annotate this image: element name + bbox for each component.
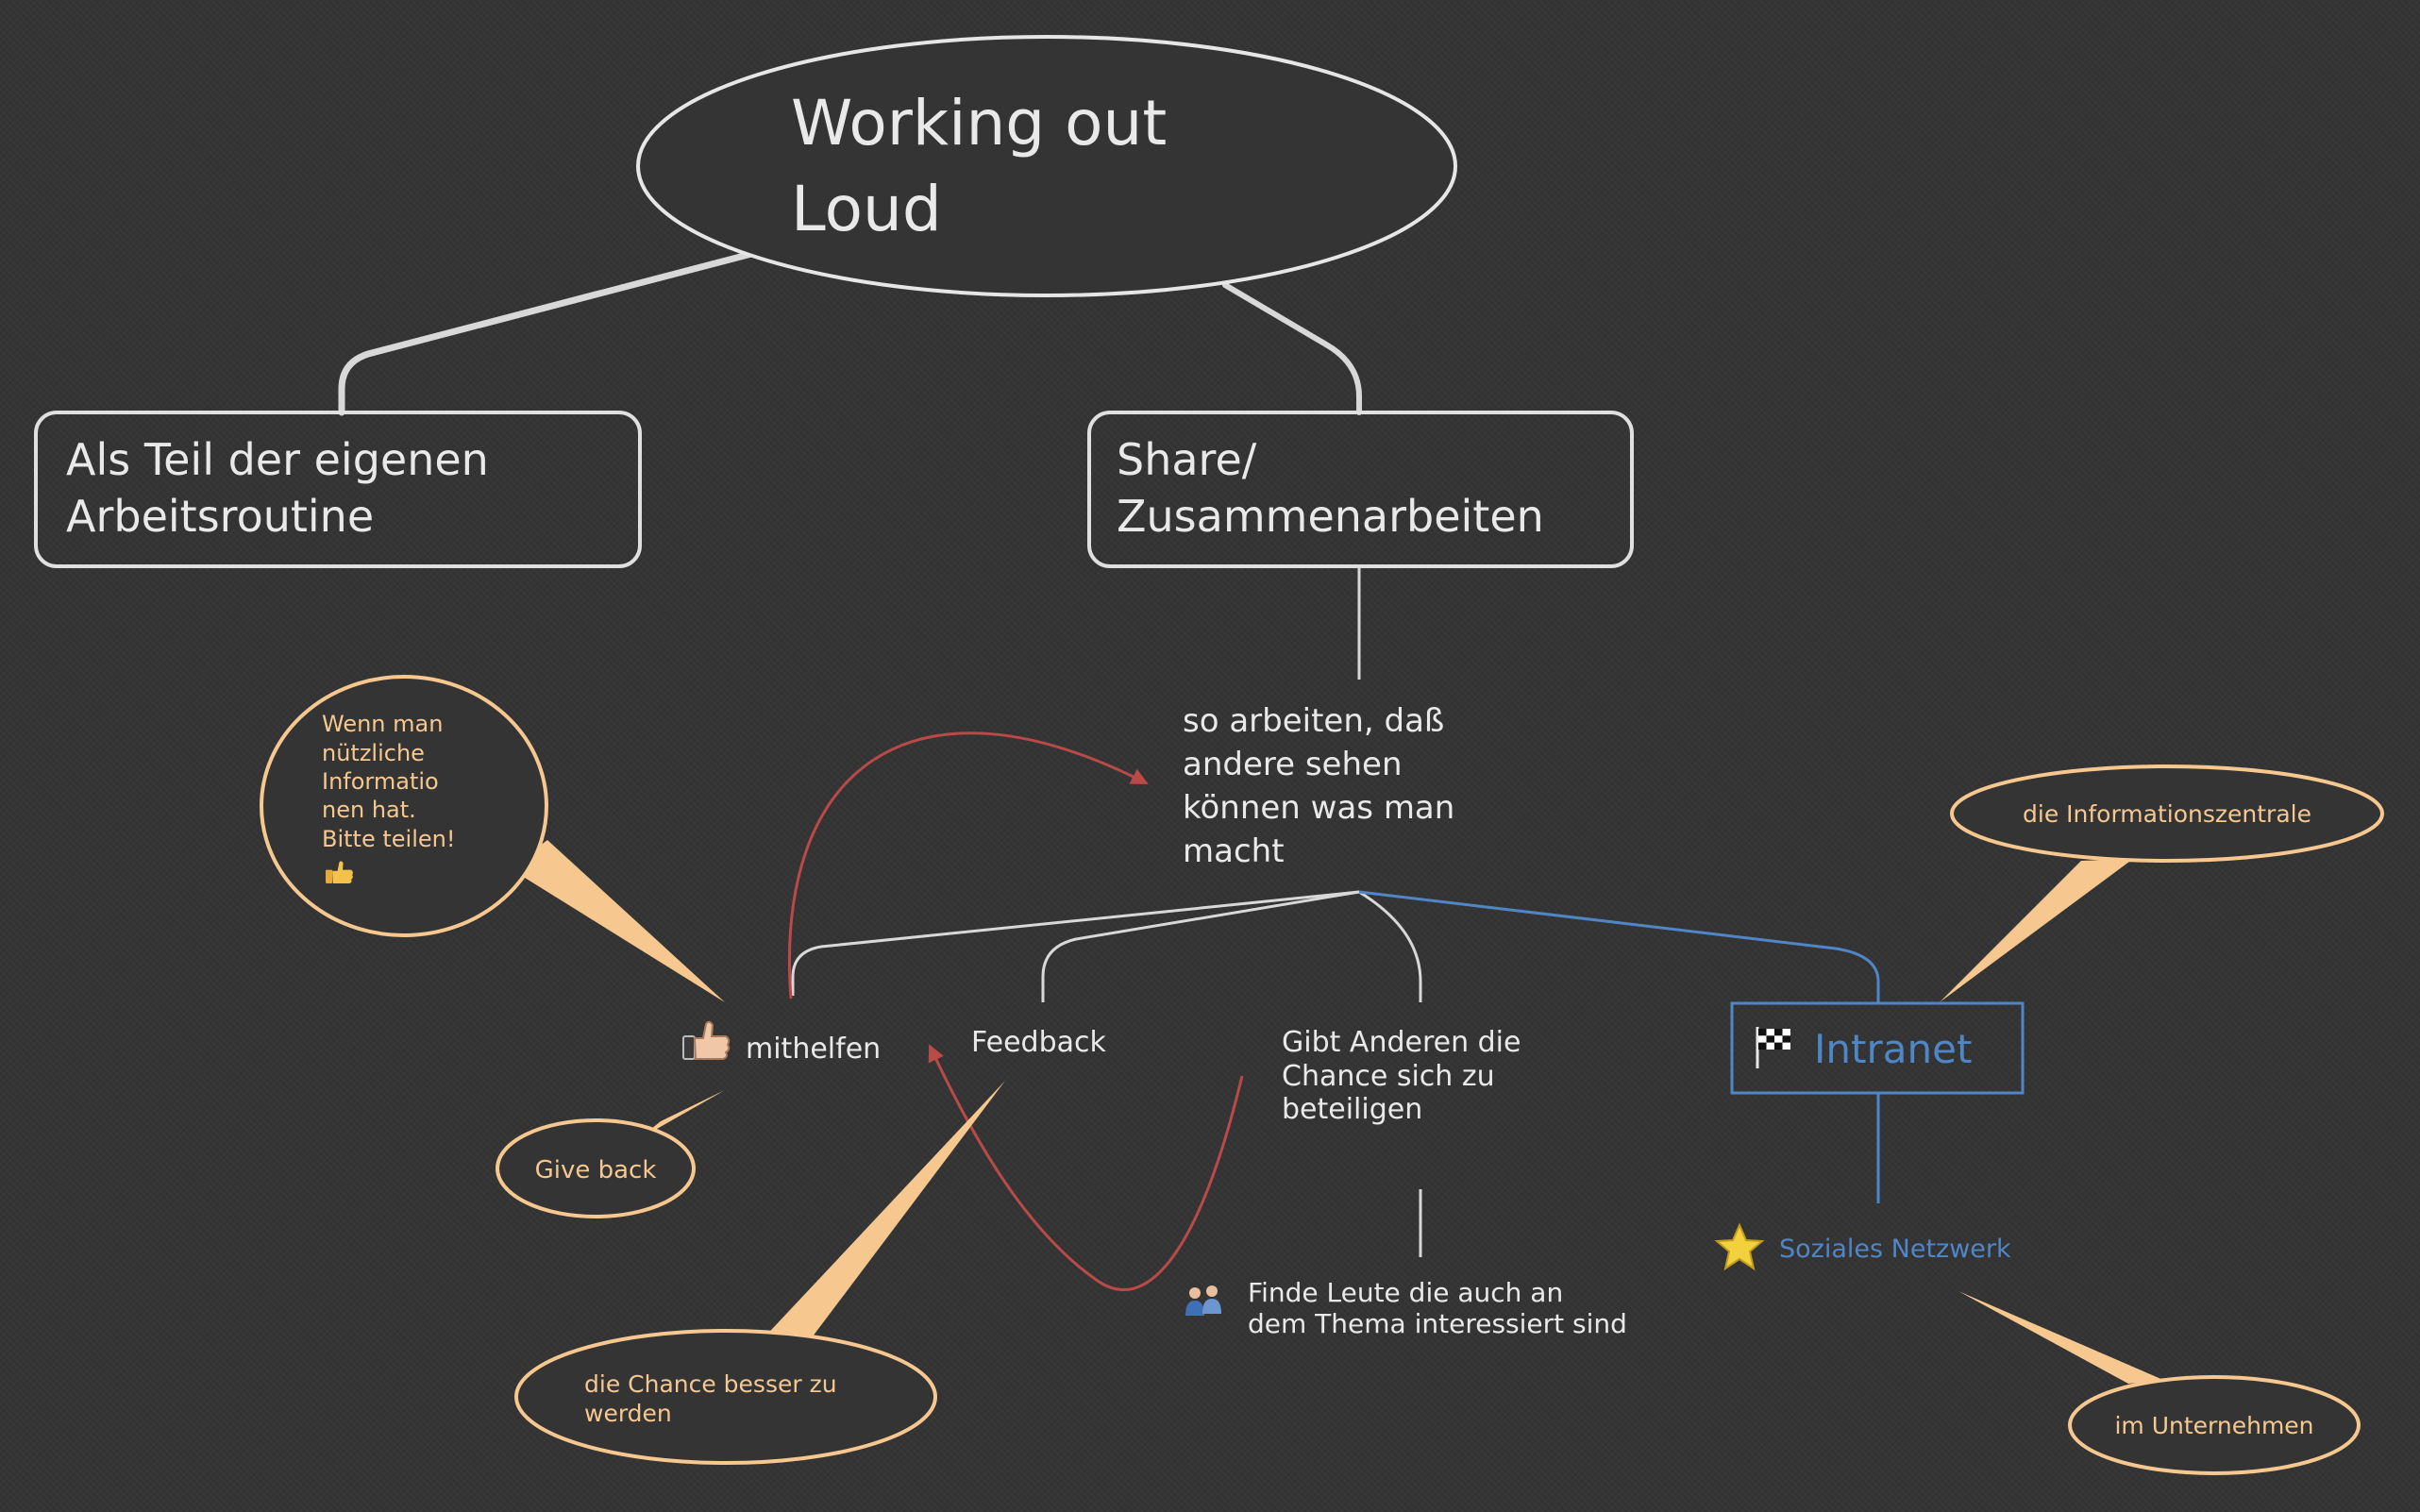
callout-informationszentrale-shape xyxy=(1950,764,2384,863)
center-topic-line4: macht xyxy=(1183,832,1285,870)
callout-unternehmen-shape xyxy=(2068,1375,2361,1475)
callout-wenn-line4: nen hat. xyxy=(322,797,416,823)
callout-wenn-shape xyxy=(260,675,548,937)
connector-root-right xyxy=(1222,282,1362,415)
callout-give-back: Give back xyxy=(535,1156,657,1184)
callout-pointer-unternehmen xyxy=(1958,1291,2163,1384)
callout-pointer-chance-besser xyxy=(760,1081,1005,1344)
topic-chance-line1: Gibt Anderen die xyxy=(1282,1026,1521,1059)
callout-pointer-give-back xyxy=(637,1090,725,1140)
branch-routine-box xyxy=(34,411,642,568)
topic-mithelfen: mithelfen xyxy=(746,1033,881,1066)
connector-center-intranet xyxy=(1358,890,1880,1003)
center-topic-line2: andere sehen xyxy=(1183,746,1403,783)
thumbs-up-icon xyxy=(682,1020,731,1060)
topic-soziales-netzwerk: Soziales Netzwerk xyxy=(1779,1235,2011,1264)
topic-intranet: Intranet xyxy=(1814,1026,1972,1072)
topic-chance-line3: beteiligen xyxy=(1282,1093,1422,1126)
root-topic-line1: Working out xyxy=(791,87,1167,160)
branch-share-line1: Share/ xyxy=(1117,434,1257,485)
center-topic-line1: so arbeiten, daß xyxy=(1183,702,1444,740)
topic-feedback: Feedback xyxy=(971,1026,1106,1059)
topic-finde-line2: dem Thema interessiert sind xyxy=(1248,1308,1627,1339)
callout-chance-besser-line2: werden xyxy=(584,1400,672,1427)
center-topic-line3: können was man xyxy=(1183,789,1454,827)
callout-wenn-line1: Wenn man xyxy=(322,711,443,737)
relation-arrow-chance-feedback xyxy=(928,1044,1244,1291)
topic-chance-line2: Chance sich zu xyxy=(1282,1060,1495,1093)
topic-intranet-box xyxy=(1730,1001,2025,1095)
root-topic-shape xyxy=(636,35,1457,297)
callout-pointer-informationszentrale xyxy=(1940,859,2133,1002)
branch-routine-line2: Arbeitsroutine xyxy=(66,491,374,542)
callout-chance-besser-shape xyxy=(514,1329,937,1465)
relation-arrow-mithelfen-center xyxy=(788,731,1149,1000)
connector-center-mithelfen xyxy=(791,890,1360,996)
callout-informationszentrale: die Informationszentrale xyxy=(2023,800,2311,828)
callout-wenn-line3: Informatio xyxy=(322,768,439,795)
branch-routine-line1: Als Teil der eigenen xyxy=(66,434,489,485)
callout-wenn-line5: Bitte teilen! xyxy=(322,826,455,852)
connector-center-chance xyxy=(1358,890,1422,1002)
connector-center-feedback xyxy=(1041,890,1360,1002)
callout-wenn-line2: nützliche xyxy=(322,740,425,766)
topic-finde-line1: Finde Leute die auch an xyxy=(1248,1277,1563,1308)
callout-chance-besser-line1: die Chance besser zu xyxy=(584,1370,837,1398)
thumbs-up-icon xyxy=(326,861,353,883)
people-icon xyxy=(1185,1285,1221,1316)
root-topic-line2: Loud xyxy=(791,173,942,245)
connector-root-left xyxy=(338,249,759,416)
callout-pointer-wenn xyxy=(510,840,725,1002)
branch-share-box xyxy=(1087,411,1634,568)
star-icon xyxy=(1714,1222,1765,1271)
checkered-flag-icon xyxy=(1756,1027,1790,1068)
callout-unternehmen: im Unternehmen xyxy=(2114,1412,2313,1439)
callout-give-back-shape xyxy=(496,1118,696,1218)
branch-share-line2: Zusammenarbeiten xyxy=(1117,491,1544,542)
